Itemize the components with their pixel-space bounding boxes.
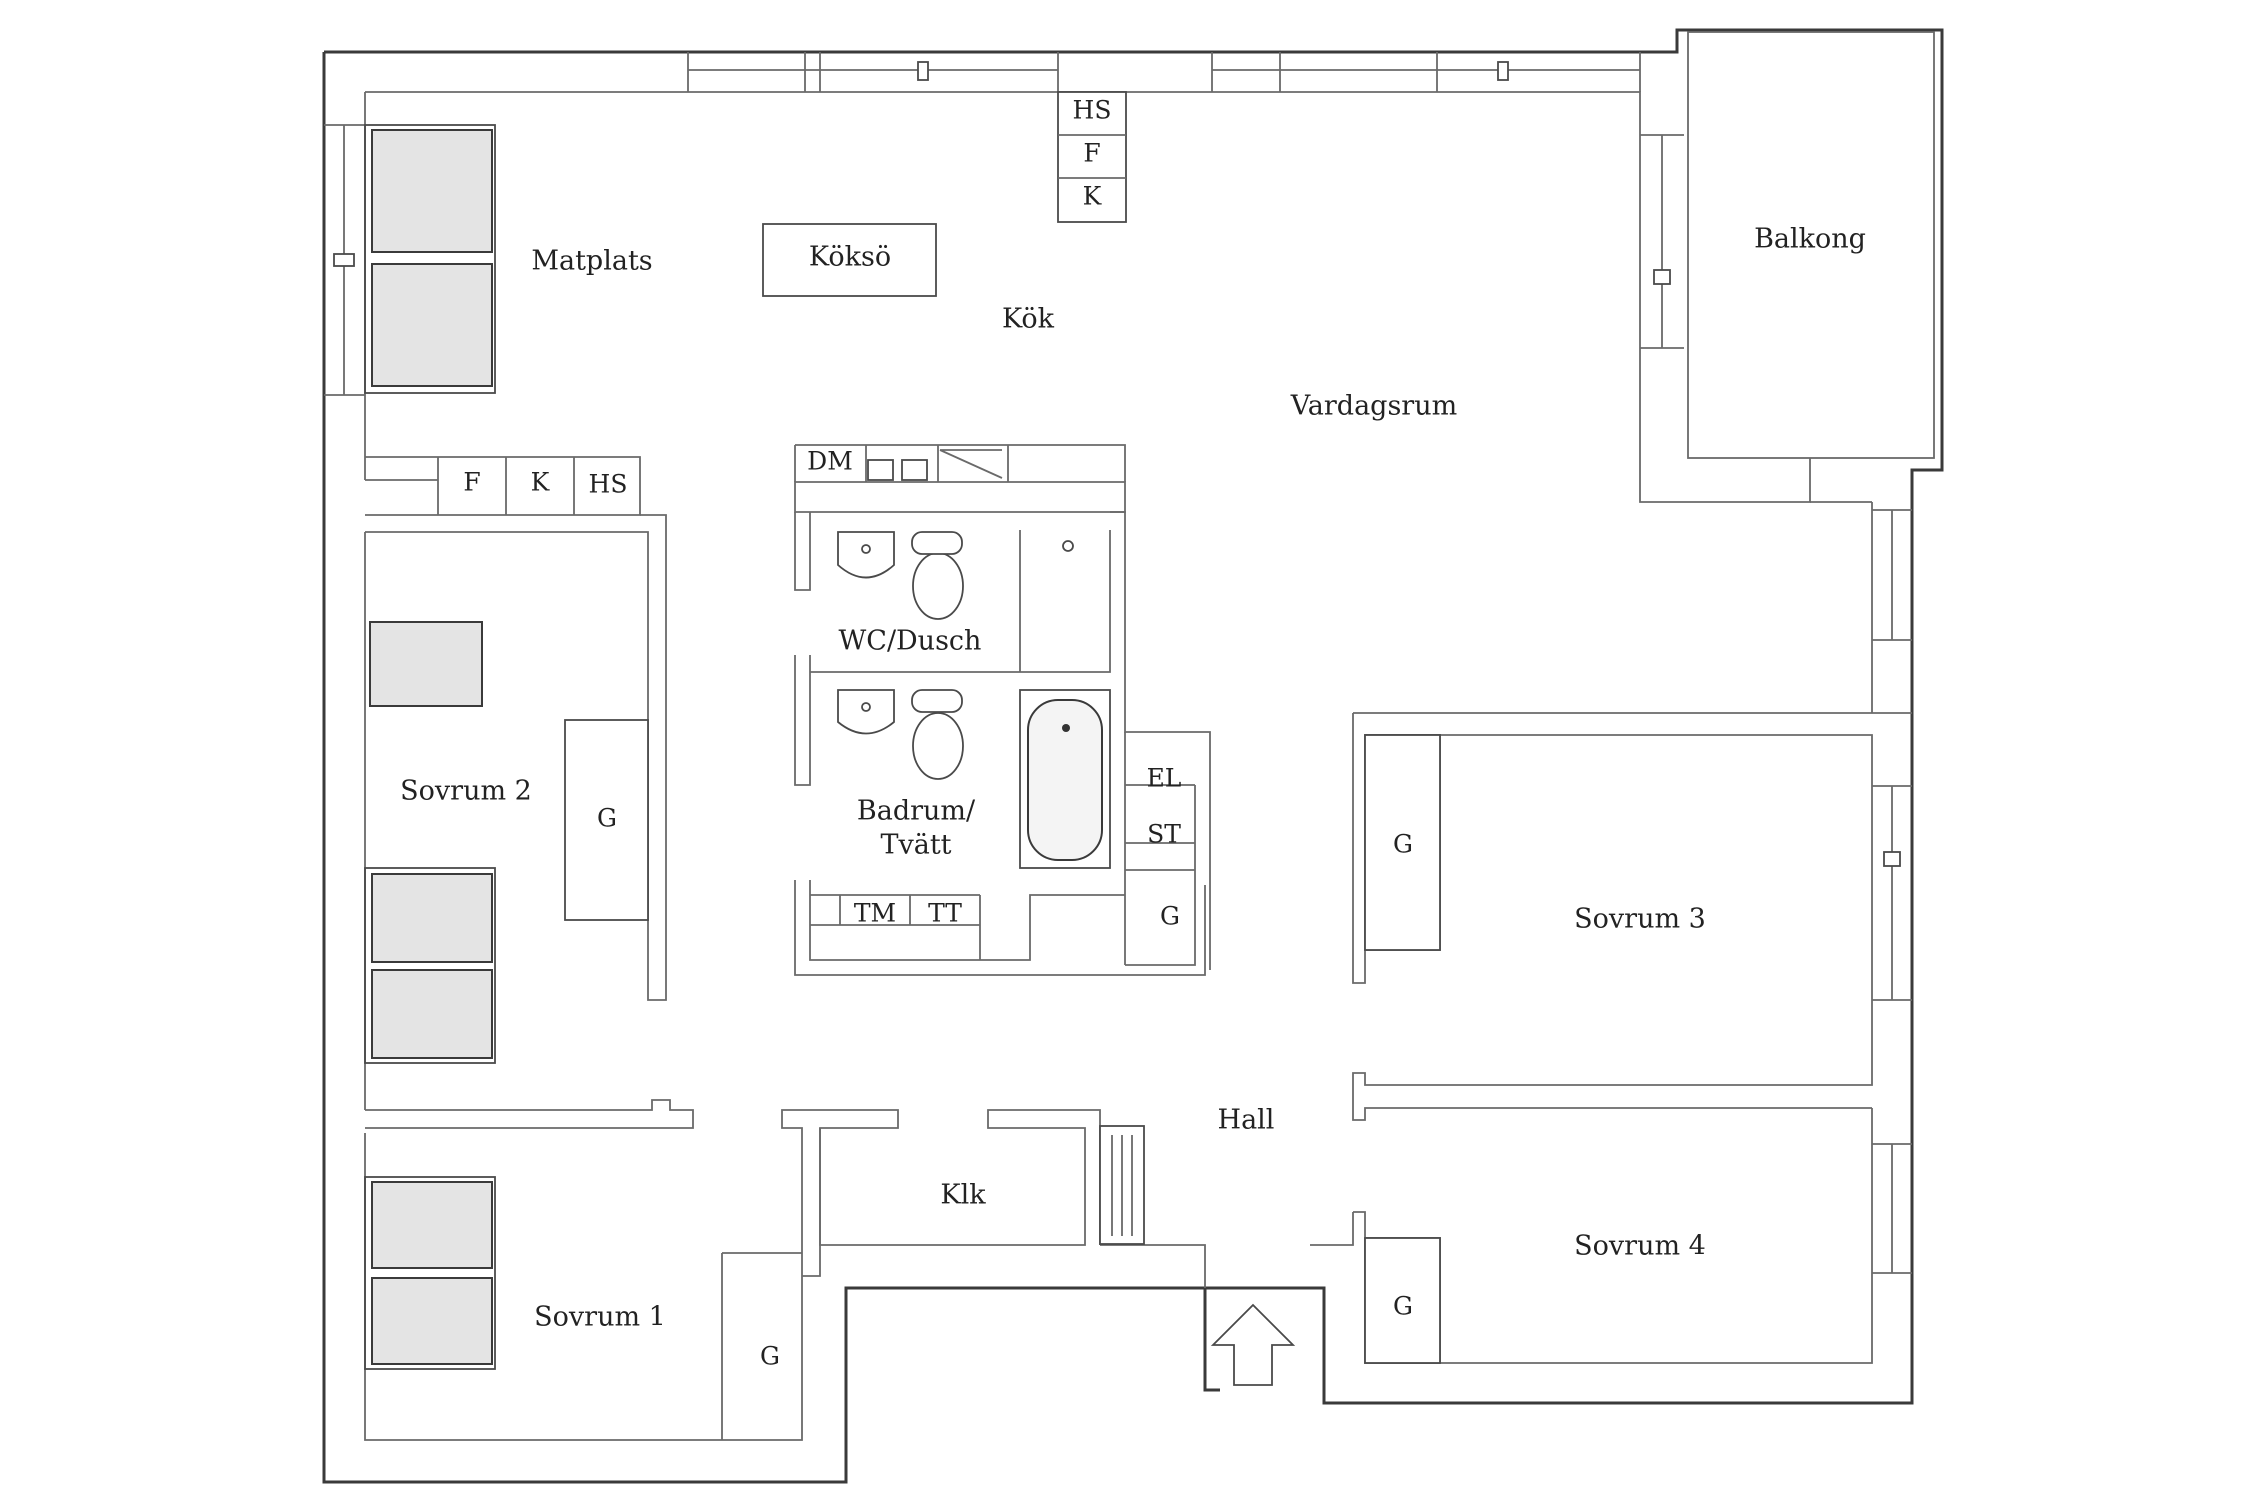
label-k-left: K xyxy=(531,468,551,497)
balcony xyxy=(1639,31,1935,503)
label-dm: DM xyxy=(807,447,853,476)
windows-right xyxy=(1810,501,1912,1274)
label-koksoe: Köksö xyxy=(809,242,891,273)
radiator xyxy=(1099,1125,1145,1245)
window-left xyxy=(324,124,365,396)
label-badrum-line1: Badrum/ xyxy=(857,796,976,827)
label-sovrum1: Sovrum 1 xyxy=(534,1302,666,1333)
interior-walls xyxy=(364,444,1873,1441)
wardrobe-sovrum2 xyxy=(564,719,649,921)
label-k-top: K xyxy=(1083,182,1103,211)
wardrobe-sovrum3 xyxy=(1364,734,1441,951)
label-klk: Klk xyxy=(940,1180,986,1211)
label-balkong: Balkong xyxy=(1754,224,1866,255)
kitchen-sink xyxy=(867,449,1003,481)
label-hs-top: HS xyxy=(1073,96,1112,125)
label-f-left: F xyxy=(463,468,480,497)
label-hall: Hall xyxy=(1218,1105,1275,1136)
label-tt: TT xyxy=(928,899,962,928)
room-labels: Matplats Köksö Kök Vardagsrum Balkong So… xyxy=(400,224,1866,1333)
label-badrum-line2: Tvätt xyxy=(880,830,951,861)
label-g-utility: G xyxy=(1160,902,1180,931)
wardrobe-sovrum4 xyxy=(1364,1237,1441,1364)
kitchen-island xyxy=(762,223,937,297)
label-f-top: F xyxy=(1083,139,1100,168)
label-g-sovrum3: G xyxy=(1393,830,1413,859)
label-sovrum2: Sovrum 2 xyxy=(400,776,532,807)
fixture-labels: HS F K F K HS DM EL ST G TM TT G G G G xyxy=(463,96,1413,1371)
label-matplats: Matplats xyxy=(531,246,652,277)
label-st: ST xyxy=(1147,820,1181,849)
label-wc-dusch: WC/Dusch xyxy=(839,626,982,657)
label-sovrum4: Sovrum 4 xyxy=(1574,1231,1706,1262)
kitchen-appliance-column xyxy=(1057,91,1127,223)
windows-top xyxy=(687,52,1641,92)
label-hs-left: HS xyxy=(589,470,628,499)
label-vardagsrum: Vardagsrum xyxy=(1290,391,1457,422)
label-tm: TM xyxy=(854,899,896,928)
label-kok: Kök xyxy=(1002,304,1055,335)
beds-and-tables xyxy=(364,124,496,1370)
label-sovrum3: Sovrum 3 xyxy=(1574,904,1706,935)
label-el: EL xyxy=(1147,764,1182,793)
label-g-sovrum4: G xyxy=(1393,1292,1413,1321)
badrum-fixtures xyxy=(837,689,1111,869)
entrance-arrow-icon xyxy=(1210,1303,1296,1386)
label-g-sovrum2: G xyxy=(597,804,617,833)
wc-dusch-fixtures xyxy=(837,531,1074,620)
label-g-sovrum1: G xyxy=(760,1342,780,1371)
